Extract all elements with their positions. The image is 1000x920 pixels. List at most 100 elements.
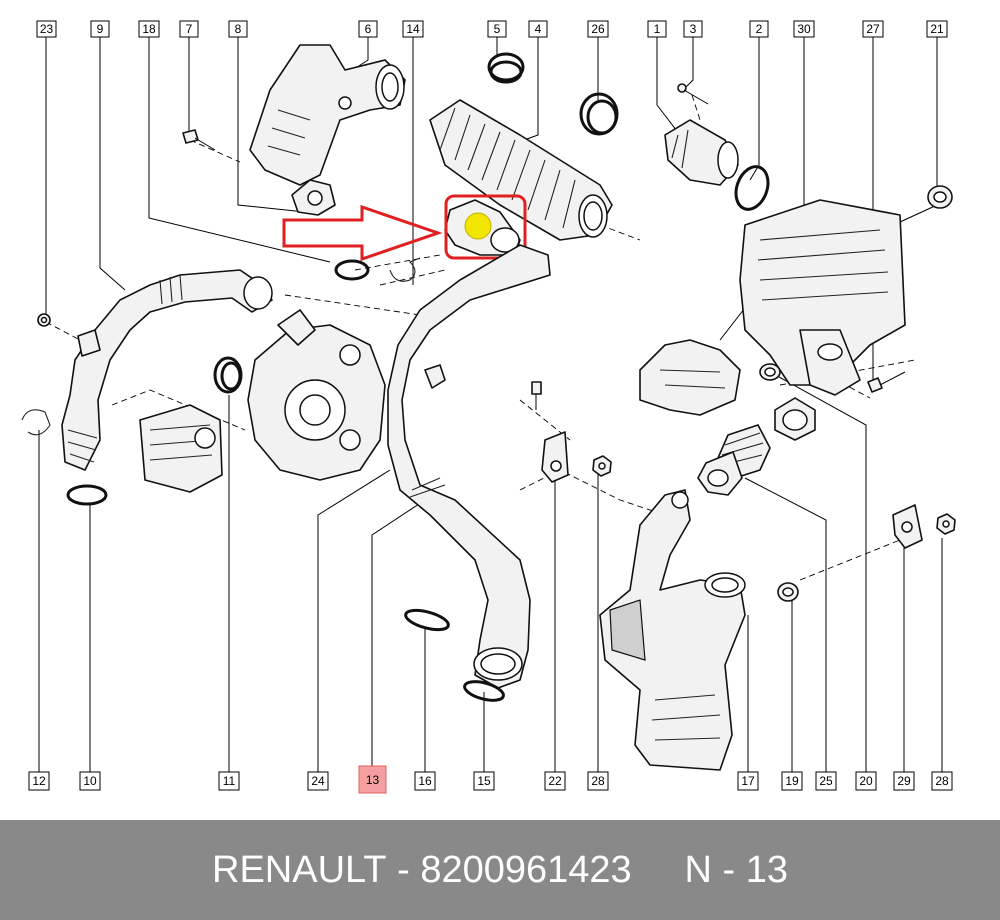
svg-text:15: 15 — [477, 774, 491, 788]
highlight-marker — [464, 212, 492, 240]
svg-text:28: 28 — [935, 774, 949, 788]
air-filter-housing — [739, 199, 906, 396]
svg-text:5: 5 — [494, 22, 501, 36]
svg-text:28: 28 — [591, 774, 605, 788]
callout-22: 22 — [544, 771, 566, 791]
callout-10: 10 — [79, 771, 101, 791]
bolt-part-27 — [867, 371, 906, 393]
callout-4: 4 — [528, 20, 548, 38]
callout-2: 2 — [749, 20, 769, 38]
svg-text:26: 26 — [591, 22, 605, 36]
svg-text:20: 20 — [859, 774, 873, 788]
o-ring-part-2 — [734, 165, 770, 211]
svg-text:18: 18 — [142, 22, 156, 36]
footer-separator-2: - — [711, 848, 746, 891]
resonator-part-30 — [639, 339, 741, 416]
callout-12: 12 — [28, 771, 50, 791]
hose-clamp-part-5 — [487, 52, 525, 84]
ref-number: 13 — [745, 848, 788, 891]
callout-26: 26 — [587, 20, 609, 38]
svg-text:29: 29 — [897, 774, 911, 788]
spring-clip-part-12 — [21, 409, 51, 436]
turbocharger — [247, 309, 386, 481]
svg-text:22: 22 — [548, 774, 562, 788]
callout-24: 24 — [307, 771, 329, 791]
screw-part-3 — [677, 83, 709, 105]
svg-text:11: 11 — [223, 774, 236, 788]
grommet-part-20 — [759, 363, 781, 381]
svg-text:27: 27 — [866, 22, 880, 36]
hose-connector-part-13 — [444, 194, 527, 260]
air-pipe-part-13 — [387, 244, 551, 689]
spring-clip-part-14 — [389, 257, 421, 282]
callout-labels: 23 9 18 7 8 6 14 5 4 26 1 3 2 30 27 21 1… — [28, 20, 953, 794]
callout-30: 30 — [793, 20, 815, 38]
svg-text:10: 10 — [83, 774, 97, 788]
callout-1: 1 — [647, 20, 667, 38]
o-ring-part-10 — [66, 484, 108, 506]
callout-16: 16 — [414, 771, 436, 791]
callout-3: 3 — [683, 20, 703, 38]
air-duct-part-4 — [429, 99, 613, 241]
part-info-footer: RENAULT - 8200961423 N - 13 — [0, 820, 1000, 920]
footer-separator: - — [386, 848, 421, 891]
hose-clamp-part-26 — [579, 92, 619, 136]
svg-text:14: 14 — [406, 22, 420, 36]
svg-text:21: 21 — [930, 22, 944, 36]
svg-text:13: 13 — [366, 773, 380, 787]
callout-18: 18 — [138, 20, 160, 38]
callout-21: 21 — [926, 20, 948, 38]
svg-text:8: 8 — [235, 22, 242, 36]
svg-text:19: 19 — [785, 774, 799, 788]
nut-part-28b — [936, 513, 956, 535]
callout-20: 20 — [855, 771, 877, 791]
svg-text:9: 9 — [97, 22, 104, 36]
callout-13-highlighted: 13 — [358, 765, 387, 794]
bolt-part-23 — [37, 313, 51, 327]
svg-text:25: 25 — [819, 774, 833, 788]
bolt-part-7 — [182, 129, 216, 151]
callout-9: 9 — [90, 20, 110, 38]
callout-19: 19 — [781, 771, 803, 791]
svg-text:24: 24 — [311, 774, 325, 788]
callout-29: 29 — [893, 771, 915, 791]
callout-28-left: 28 — [587, 771, 609, 791]
callout-14: 14 — [402, 20, 424, 38]
callout-5: 5 — [487, 20, 507, 38]
svg-text:3: 3 — [690, 22, 697, 36]
air-intake-box-part-17 — [599, 489, 746, 771]
callout-8: 8 — [228, 20, 248, 38]
egr-valve — [139, 404, 223, 493]
svg-text:16: 16 — [418, 774, 432, 788]
callout-17: 17 — [737, 771, 759, 791]
grommet-part-19 — [777, 582, 799, 602]
svg-text:1: 1 — [654, 22, 661, 36]
highlight-arrow — [282, 204, 443, 262]
bolt-part-24 — [531, 381, 542, 410]
svg-text:6: 6 — [365, 22, 372, 36]
nut-part-28a — [592, 455, 612, 477]
svg-text:17: 17 — [741, 774, 755, 788]
svg-text:30: 30 — [797, 22, 811, 36]
highlight-box — [444, 194, 527, 260]
intake-pipe-part-9 — [61, 269, 273, 471]
svg-text:23: 23 — [40, 22, 54, 36]
callout-11: 11 — [218, 771, 240, 791]
grommet-part-21 — [927, 185, 953, 209]
intake-housing-part-6 — [249, 44, 406, 186]
hose-clamp-part-11 — [213, 356, 243, 394]
svg-text:2: 2 — [756, 22, 763, 36]
brand-name: RENAULT — [212, 848, 387, 891]
svg-text:12: 12 — [32, 774, 46, 788]
hose-coupling-part-25 — [697, 397, 816, 496]
callout-15: 15 — [473, 771, 495, 791]
callout-23: 23 — [36, 20, 57, 38]
callout-6: 6 — [358, 20, 378, 38]
footer-gap — [632, 849, 685, 892]
o-ring-part-18 — [334, 259, 370, 281]
callout-7: 7 — [179, 20, 199, 38]
svg-text:7: 7 — [186, 22, 193, 36]
callout-28-right: 28 — [931, 771, 953, 791]
part-number: 8200961423 — [420, 848, 632, 891]
gasket-part-15 — [463, 680, 505, 702]
